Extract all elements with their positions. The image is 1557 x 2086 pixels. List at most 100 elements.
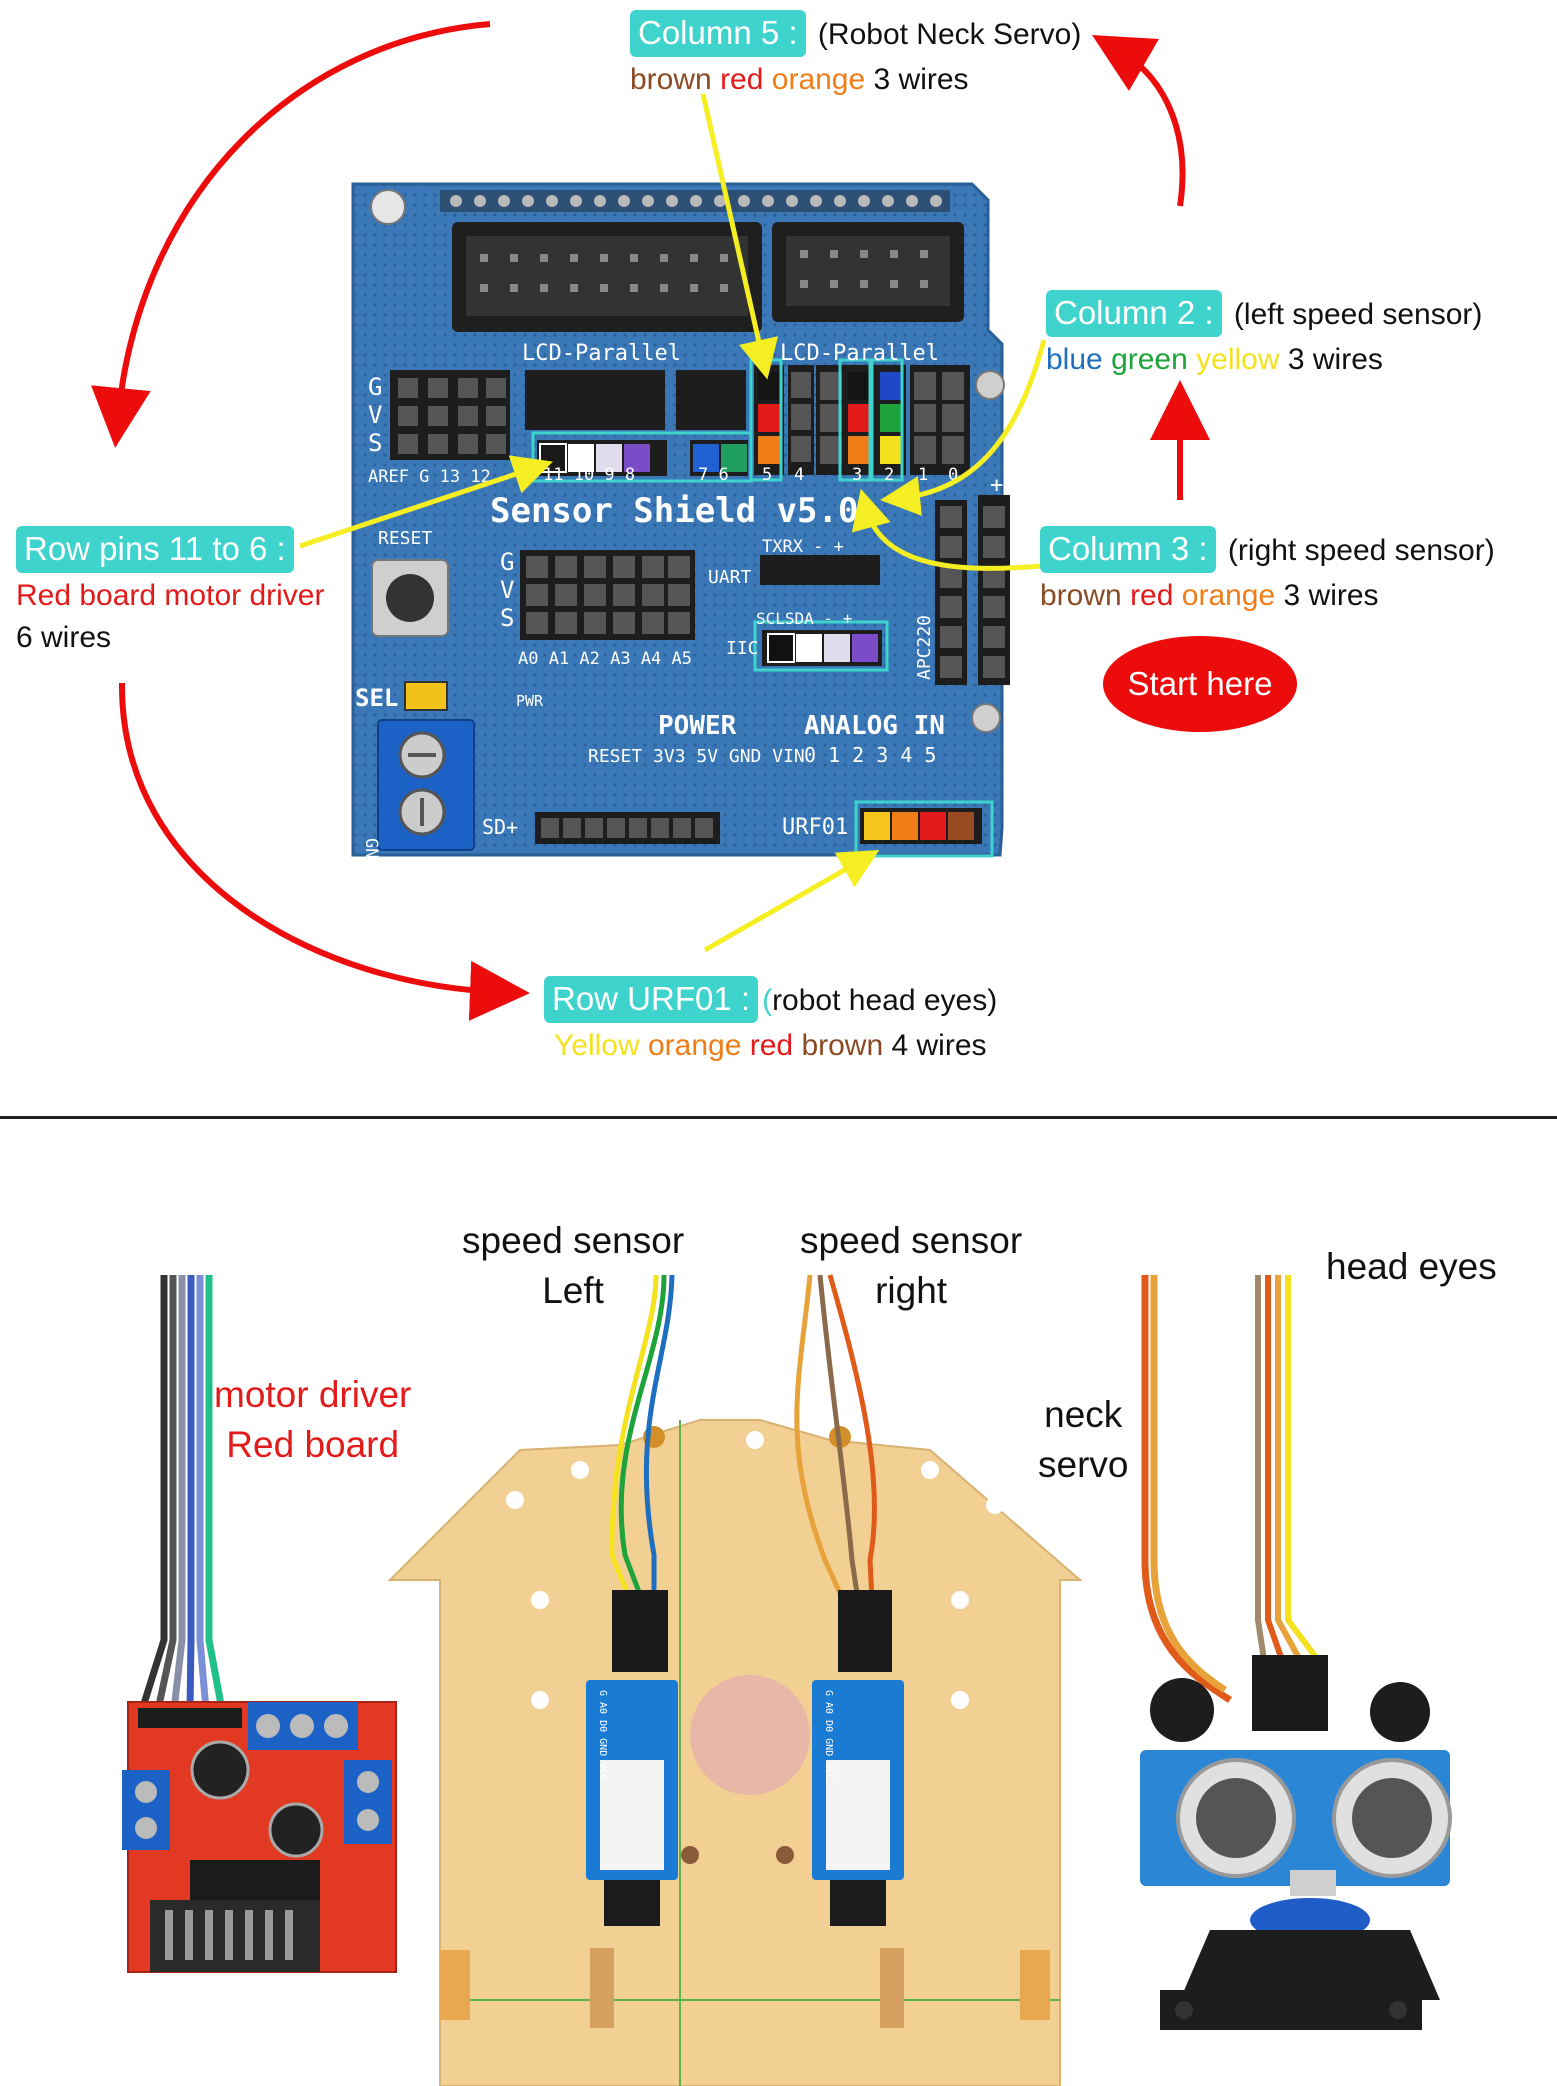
connector-pin-9 — [596, 444, 622, 472]
silk-analog-gvs-g: G — [500, 548, 514, 576]
silk-analog-gvs-s: S — [500, 604, 514, 632]
silk-sclsda: SCLSDA - + — [756, 609, 852, 628]
pointer-urf01 — [703, 850, 880, 953]
gvs-header-left — [390, 370, 510, 460]
urf-wire-count: 4 wires — [891, 1028, 987, 1062]
callout-column-5-desc: (Robot Neck Servo) — [817, 18, 1082, 51]
silk-power: POWER — [658, 711, 737, 741]
silk-col5: 5 — [762, 465, 772, 485]
urf-wire-brown — [948, 812, 974, 840]
silk-gnd-vcc: GND VCC — [361, 838, 381, 910]
callout-row-pins: Row pins 11 to 6 : Red board motor drive… — [16, 526, 324, 657]
silk-sd: SD+ — [482, 815, 518, 839]
right-sensor-pins: G A0 D0 GND VCC — [823, 1690, 834, 1780]
callout-column-3-desc: (right speed sensor) — [1227, 534, 1495, 567]
start-here-badge: Start here — [1103, 636, 1297, 732]
callout-row-pins-line1: Red board motor driver — [16, 578, 325, 612]
silk-power-sub: RESET 3V3 5V GND VIN — [588, 746, 805, 767]
col2-wire-blue-label: blue — [1046, 342, 1103, 376]
callout-urf01-paren: ( — [762, 984, 773, 1017]
label-speed-sensor-left-line1: speed sensor — [462, 1220, 685, 1261]
silk-apc: APC220 — [914, 615, 935, 680]
pointer-row-pins — [299, 455, 553, 549]
left-sensor-pins: G A0 D0 GND VCC — [597, 1690, 608, 1780]
silk-col1: 1 — [918, 465, 928, 485]
label-motor-driver-line1: motor driver — [214, 1374, 412, 1415]
column-1-0-header — [910, 365, 970, 475]
pointer-column-5 — [700, 93, 779, 380]
callout-column-5: Column 5 : (Robot Neck Servo) brown red … — [630, 10, 1081, 99]
neck-servo-wires — [1141, 1275, 1232, 1703]
silk-analog-nums: 0 1 2 3 4 5 — [804, 743, 936, 767]
col3-wire-count: 3 wires — [1283, 578, 1379, 612]
reset-button — [371, 559, 449, 637]
silk-pins-11-8: 11 10 9 8 — [543, 465, 635, 485]
sd-header — [535, 812, 720, 844]
speed-sensor-left: G A0 D0 GND VCC — [586, 1274, 678, 1926]
connector-pin-7 — [693, 444, 719, 472]
mounting-hole — [370, 189, 406, 225]
motor-driver-wires — [138, 1275, 226, 1712]
silk-col0: 0 — [948, 465, 958, 485]
callout-column-2-desc: (left speed sensor) — [1233, 298, 1483, 331]
col2-wire-yellow — [880, 436, 902, 464]
mounting-hole — [971, 703, 1001, 733]
col5-wire-brown-label: brown — [630, 62, 712, 96]
callout-urf01-tag: Row URF01 : — [544, 976, 759, 1023]
silk-uart: UART — [708, 567, 752, 588]
col5-wire-red — [758, 404, 780, 432]
col3-wire-orange — [848, 436, 870, 464]
connector-pin-10 — [568, 444, 594, 472]
column-5-header — [754, 365, 814, 475]
silk-txrx: TXRX - + — [762, 537, 844, 557]
analog-gvs-header — [520, 550, 695, 640]
col2-wire-count: 3 wires — [1287, 342, 1383, 376]
label-motor-driver: motor driver Red board — [214, 1370, 411, 1470]
col3-wire-red — [848, 404, 870, 432]
silk-aref-row: AREF G 13 12 — [368, 467, 491, 487]
top-header-pins — [440, 190, 950, 212]
col5-wire-brown — [758, 372, 780, 400]
col2-wire-green — [880, 404, 902, 432]
lcd-connector-left — [452, 222, 762, 332]
section-divider — [0, 1116, 1557, 1119]
pointer-column-3 — [851, 488, 1041, 571]
col2-wire-blue — [880, 372, 902, 400]
silk-col4: 4 — [794, 465, 804, 485]
arrow-to-urf01 — [118, 682, 530, 1021]
urf-wire-yellow-label: Yellow — [554, 1028, 640, 1062]
pointer-lines — [299, 93, 1047, 953]
silk-analog-gvs-v: V — [500, 576, 514, 604]
callout-column-3: Column 3 : (right speed sensor) brown re… — [1040, 526, 1495, 615]
sensor-shield-board: LCD-Parallel LCD-Parallel G V S AREF G 1… — [351, 182, 1010, 910]
silk-title: Sensor Shield v5.0 — [490, 491, 858, 531]
highlight-boxes — [531, 358, 994, 858]
callout-column-2-tag: Column 2 : — [1046, 290, 1222, 337]
silk-gvs-1: G — [368, 373, 382, 401]
speed-sensor-left-wires — [609, 1274, 675, 1601]
lcd-connector-right — [772, 222, 964, 322]
urf-wire-yellow — [864, 812, 890, 840]
col5-wire-count: 3 wires — [873, 62, 969, 96]
col3-wire-brown — [848, 372, 870, 400]
silk-sel: SEL — [355, 684, 398, 712]
callout-urf01-wires: Yellow orange red brown 4 wires — [554, 1026, 997, 1065]
silk-col2: 2 — [884, 465, 894, 485]
silk-pins-7-6: 7 6 — [698, 465, 729, 485]
label-head-eyes-text: head eyes — [1326, 1246, 1497, 1287]
board-silkscreen: LCD-Parallel LCD-Parallel G V S AREF G 1… — [355, 341, 1003, 910]
callout-row-pins-line2: 6 wires — [16, 620, 112, 654]
urf-wire-brown-label: brown — [801, 1028, 884, 1062]
callout-row-pins-tag: Row pins 11 to 6 : — [16, 526, 294, 573]
head-eyes-wires — [1255, 1275, 1321, 1662]
col5-wire-orange — [758, 436, 780, 464]
col3-wire-brown-label: brown — [1040, 578, 1122, 612]
urf-wire-orange — [892, 812, 918, 840]
silk-pwr: PWR — [516, 692, 544, 710]
uart-header — [760, 555, 880, 585]
urf-wire-orange-label: orange — [647, 1028, 742, 1062]
col2-wire-green-label: green — [1111, 342, 1188, 376]
urf01-connector — [860, 808, 982, 844]
label-neck-servo-line2: servo — [1038, 1443, 1129, 1485]
